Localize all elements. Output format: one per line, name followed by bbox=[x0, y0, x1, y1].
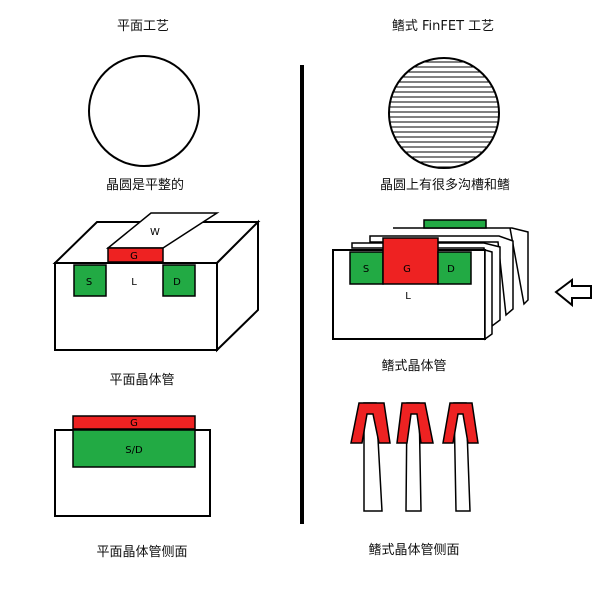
left-side-caption: 平面晶体管侧面 bbox=[96, 545, 187, 560]
fin-gate-3 bbox=[442, 402, 479, 444]
left-title: 平面工艺 bbox=[117, 19, 169, 34]
finfet-drain bbox=[437, 251, 472, 285]
gate-top-strip bbox=[423, 219, 487, 229]
right-transistor-caption: 鳍式晶体管 bbox=[381, 359, 446, 374]
side-label-sd: S/D bbox=[125, 445, 143, 456]
fin-gate-1 bbox=[350, 402, 391, 444]
side-source-drain bbox=[72, 429, 196, 468]
planar-side-view: G S/D bbox=[54, 415, 211, 517]
left-transistor-caption: 平面晶体管 bbox=[109, 373, 174, 388]
label-w: W bbox=[150, 227, 160, 238]
fin-side-3 bbox=[442, 402, 479, 512]
right-title: 鳍式 FinFET 工艺 bbox=[392, 19, 494, 34]
label-l: L bbox=[131, 277, 137, 288]
side-gate bbox=[72, 415, 196, 430]
fin-side-1 bbox=[350, 402, 391, 512]
planar-transistor: W G S D L bbox=[52, 212, 261, 353]
finfet-label-l: L bbox=[405, 291, 411, 302]
finfet-label-s: S bbox=[363, 264, 369, 275]
finfet-side-view bbox=[350, 402, 479, 512]
finfet-label-d: D bbox=[447, 264, 455, 275]
finfet-source bbox=[349, 251, 384, 285]
gate bbox=[107, 247, 164, 263]
label-s: S bbox=[86, 277, 92, 288]
finfet-label-g: G bbox=[403, 264, 411, 275]
finfet-wafer bbox=[388, 57, 500, 169]
planar-wafer bbox=[88, 55, 200, 167]
fin-back-3 bbox=[393, 227, 529, 306]
source bbox=[73, 264, 107, 297]
drain bbox=[162, 264, 196, 297]
label-g: G bbox=[130, 251, 138, 262]
finfet-substrate-side bbox=[484, 249, 493, 341]
finfet-gate bbox=[382, 237, 439, 285]
left-wafer-caption: 晶圆是平整的 bbox=[106, 177, 184, 193]
right-side-caption: 鳍式晶体管侧面 bbox=[368, 543, 459, 558]
fin-side-2 bbox=[396, 402, 434, 512]
fin-gate-2 bbox=[396, 402, 434, 444]
left-arrow-icon bbox=[554, 278, 592, 308]
right-wafer-caption: 晶圆上有很多沟槽和鳍 bbox=[380, 177, 510, 193]
finfet-transistor: S G D L bbox=[332, 219, 529, 341]
side-label-g: G bbox=[130, 418, 138, 429]
label-d: D bbox=[173, 277, 181, 288]
